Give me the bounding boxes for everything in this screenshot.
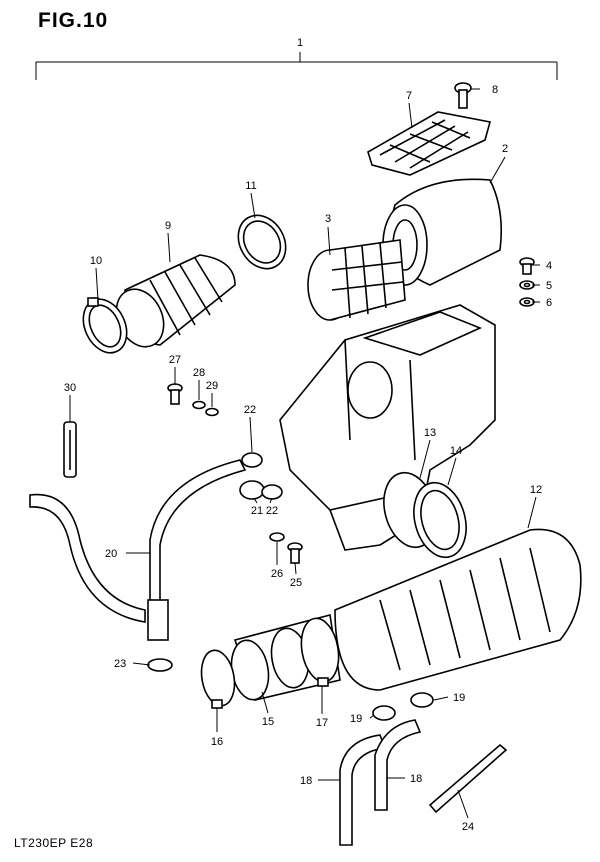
callout-21: 21 <box>251 505 263 517</box>
part-16-clamp <box>200 649 236 709</box>
callout-12: 12 <box>530 484 542 496</box>
figure-title: FIG.10 <box>38 9 109 32</box>
callout-29: 29 <box>206 380 218 392</box>
part-22-clip-lower <box>261 484 283 500</box>
callout-22-upper: 22 <box>244 404 256 416</box>
part-17-clamp <box>300 617 340 687</box>
callout-8: 8 <box>492 84 498 96</box>
callout-14: 14 <box>450 445 462 457</box>
part-5-washer <box>519 280 535 290</box>
callout-15: 15 <box>262 716 274 728</box>
callout-27: 27 <box>169 354 181 366</box>
callout-3: 3 <box>325 213 331 225</box>
callout-9: 9 <box>165 220 171 232</box>
callout-4: 4 <box>546 260 552 272</box>
callout-16: 16 <box>211 736 223 748</box>
callout-23: 23 <box>114 658 126 670</box>
part-24-cable-tie <box>428 743 508 814</box>
callout-11: 11 <box>245 180 256 192</box>
callout-20: 20 <box>105 548 117 560</box>
callout-18-right: 18 <box>410 773 422 785</box>
part-14-clamp <box>413 481 467 559</box>
part-19-clamp-left <box>372 705 396 721</box>
leader-lines <box>69 88 540 819</box>
part-30-strap <box>63 421 77 478</box>
part-29-washer <box>205 407 219 417</box>
callout-24: 24 <box>462 821 474 833</box>
assembly-bracket <box>35 52 558 80</box>
part-28-washer <box>192 400 206 410</box>
callout-7: 7 <box>406 90 412 102</box>
callout-2: 2 <box>502 143 508 155</box>
part-27-bolt <box>167 383 183 405</box>
part-12-intake-duct <box>334 528 582 691</box>
callout-19-right: 19 <box>453 692 465 704</box>
part-6-washer <box>519 297 535 307</box>
part-9-intake-tube <box>115 254 236 348</box>
model-code: LT230EP E28 <box>14 836 94 850</box>
part-7-filter-cover <box>367 111 492 176</box>
callout-26: 26 <box>271 568 283 580</box>
callout-19-left: 19 <box>350 713 362 725</box>
callout-18-left: 18 <box>300 775 312 787</box>
callout-10: 10 <box>90 255 102 267</box>
part-21-plug <box>239 480 265 500</box>
part-10-clamp <box>82 297 128 354</box>
part-3-filter-cage <box>307 239 406 321</box>
part-8-screw <box>454 82 472 109</box>
callout-22-lower: 22 <box>266 505 278 517</box>
part-20-drain-hose <box>29 459 247 641</box>
callout-17: 17 <box>316 717 328 729</box>
part-11-seal-ring <box>237 214 287 270</box>
callout-30: 30 <box>64 382 76 394</box>
callout-13: 13 <box>424 427 436 439</box>
air-box-housing <box>279 304 496 551</box>
part-25-bolt <box>287 542 303 564</box>
callout-labels: 1 2 3 4 5 6 7 8 9 10 11 12 13 14 15 16 1… <box>64 37 552 833</box>
part-4-bolt <box>519 257 535 275</box>
callout-6: 6 <box>546 297 552 309</box>
callout-1: 1 <box>297 37 303 49</box>
part-23-clamp <box>147 658 173 672</box>
part-19-clamp-right <box>410 692 434 708</box>
callout-25: 25 <box>290 577 302 589</box>
callout-28: 28 <box>193 367 205 379</box>
part-18-drain-pipe-right <box>374 719 422 811</box>
callout-5: 5 <box>546 280 552 292</box>
part-26-washer <box>269 532 285 542</box>
part-22-clip-upper <box>241 452 263 468</box>
